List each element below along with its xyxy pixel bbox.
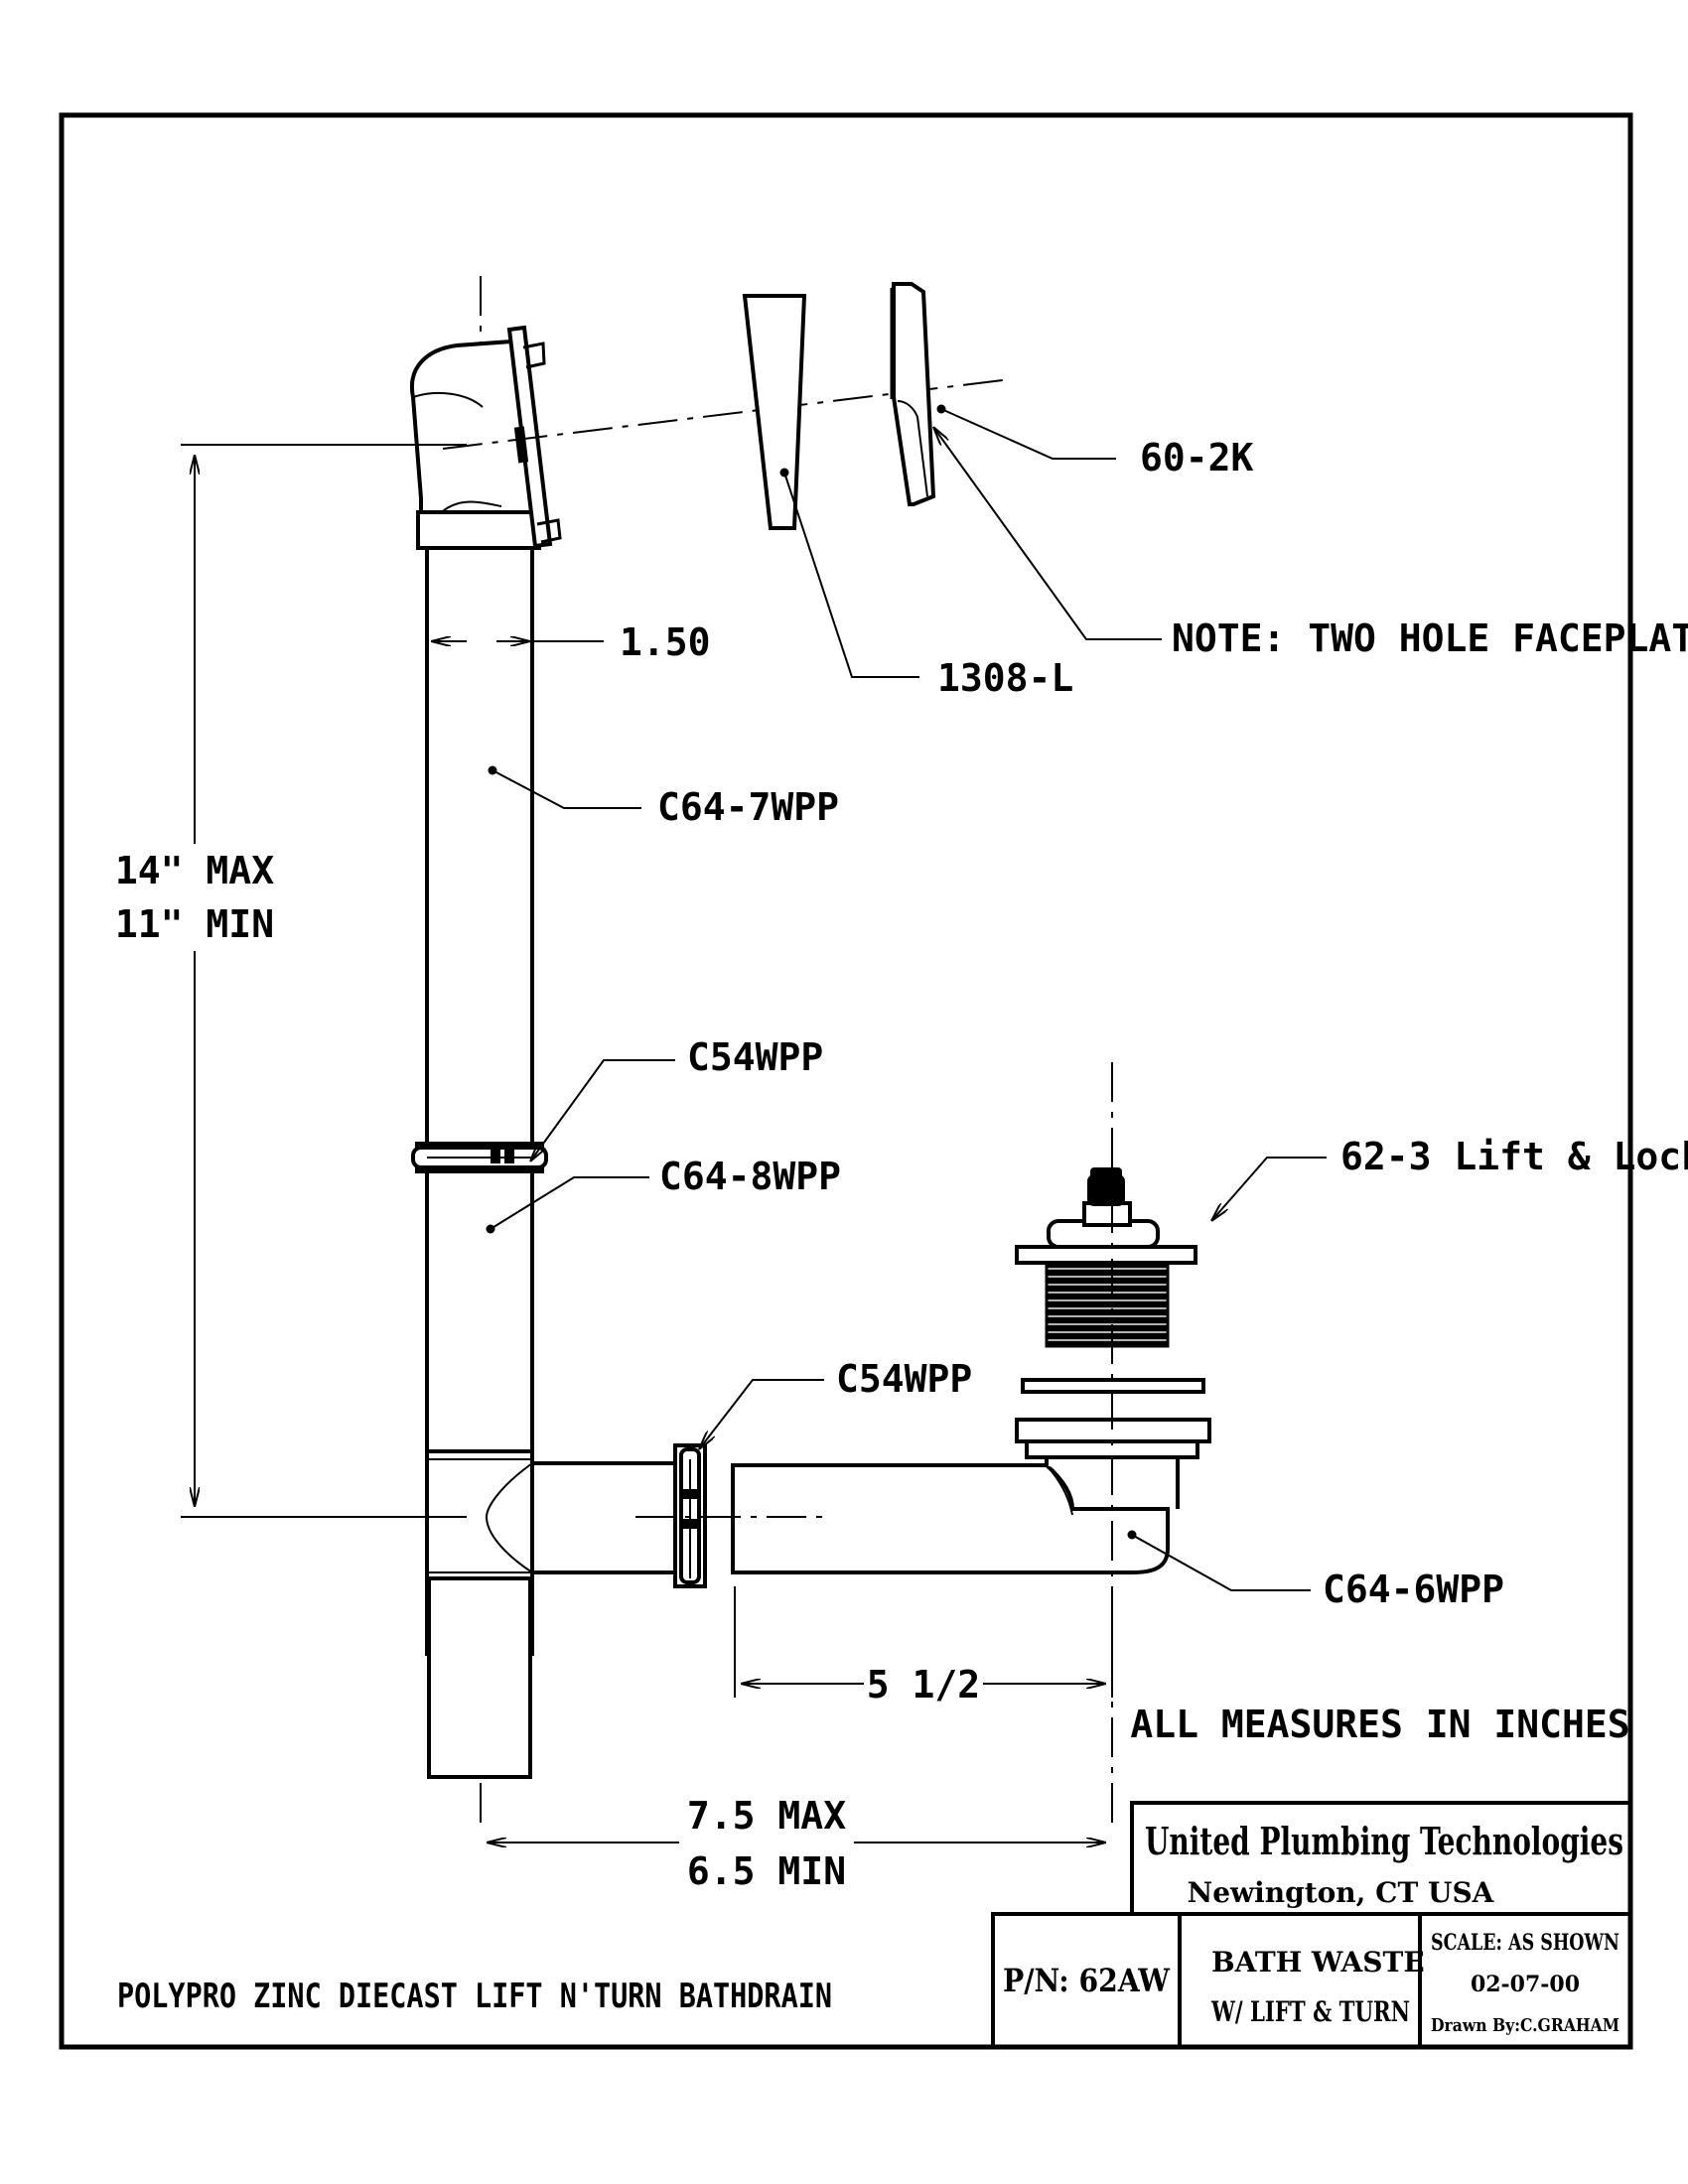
label-width-max: 7.5 MAX bbox=[687, 1794, 846, 1838]
label-height-max: 14" MAX bbox=[115, 849, 274, 892]
description-line1: BATH WASTE bbox=[1211, 1946, 1425, 1979]
company-location: Newington, CT USA bbox=[1188, 1876, 1495, 1909]
label-c64-8wpp: C64-8WPP bbox=[659, 1155, 841, 1198]
label-c64-7wpp: C64-7WPP bbox=[657, 785, 839, 829]
drawing-date: 02-07-00 bbox=[1471, 1972, 1580, 1997]
gasket-1308-l bbox=[742, 294, 807, 530]
label-c54wpp-upper: C54WPP bbox=[687, 1035, 823, 1079]
product-title: POLYPRO ZINC DIECAST LIFT N'TURN BATHDRA… bbox=[117, 1977, 832, 2016]
label-62-3: 62-3 Lift & Lock bbox=[1340, 1135, 1688, 1178]
leader-lines bbox=[486, 404, 1327, 1591]
part-number: P/N: 62AW bbox=[1003, 1962, 1171, 1999]
waste-elbow-c64-6wpp bbox=[731, 1455, 1180, 1574]
tube-c64-8wpp bbox=[425, 1169, 534, 1461]
dim-5-1-2 bbox=[734, 1586, 1113, 1698]
label-c54wpp-lower: C54WPP bbox=[836, 1357, 972, 1401]
label-1308-l: 1308-L bbox=[937, 656, 1073, 700]
title-block bbox=[991, 1801, 1632, 2049]
label-1-50: 1.50 bbox=[620, 620, 711, 664]
tail-tube bbox=[427, 1576, 532, 1779]
label-width-min: 6.5 MIN bbox=[687, 1849, 846, 1893]
label-60-2k: 60-2K bbox=[1140, 436, 1254, 479]
drawing-border bbox=[59, 112, 1633, 2050]
label-c64-6wpp: C64-6WPP bbox=[1323, 1568, 1504, 1611]
drawn-by: Drawn By:C.GRAHAM bbox=[1431, 2015, 1619, 2036]
label-5-1-2: 5 1/2 bbox=[867, 1663, 980, 1706]
label-height-min: 11" MIN bbox=[115, 902, 274, 946]
label-note: NOTE: TWO HOLE FACEPLATE bbox=[1172, 616, 1688, 660]
slip-nut-c54wpp-upper bbox=[411, 1142, 548, 1173]
faceplate-60-2k bbox=[890, 282, 936, 506]
scale: SCALE: AS SHOWN bbox=[1431, 1930, 1619, 1956]
stopper-62-3 bbox=[1015, 1167, 1197, 1348]
label-all-measures: ALL MEASURES IN INCHES bbox=[1130, 1703, 1629, 1746]
company-name: United Plumbing Technologies bbox=[1145, 1819, 1623, 1863]
description-line2: W/ LIFT & TURN bbox=[1210, 1995, 1410, 2028]
dim-height bbox=[181, 444, 467, 1518]
